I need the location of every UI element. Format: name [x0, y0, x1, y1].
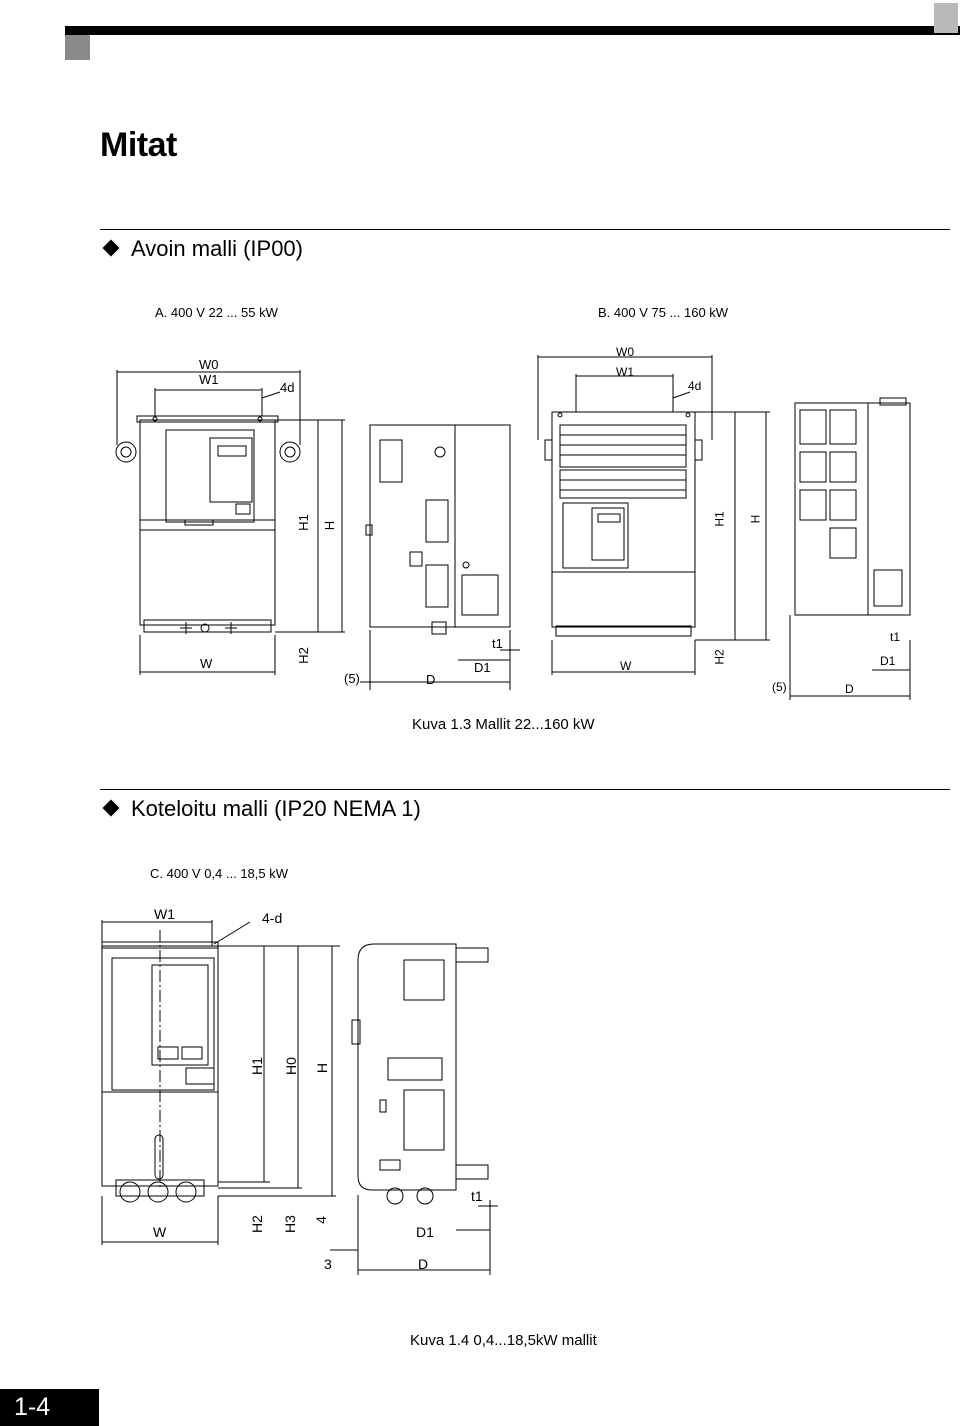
dim-4-c: 4: [312, 1216, 329, 1224]
dim-w1-a: W1: [199, 372, 219, 387]
model-c-front-view: [101, 930, 219, 1203]
subheading-b: B. 400 V 75 ... 160 kW: [598, 305, 729, 320]
page-number-box: 1-4: [0, 1389, 99, 1426]
dim-h2-a: H2: [295, 647, 311, 664]
dim-h1-c: H1: [248, 1057, 265, 1075]
model-a-front-view: [115, 415, 301, 634]
model-b-dimensions: [537, 355, 770, 675]
dim-h-a: H: [322, 520, 338, 531]
section-heading-text-c: Koteloitu malli (IP20 NEMA 1): [131, 796, 421, 821]
header-square: [65, 35, 90, 60]
diamond-bullet-icon: [102, 239, 120, 257]
page-title: Mitat: [100, 126, 177, 164]
dim-t1-a: t1: [492, 636, 503, 651]
model-a-dimensions: [116, 370, 345, 675]
dim-h-c: H: [314, 1062, 331, 1074]
dim-h-b: H: [748, 514, 763, 524]
drawing-enclosed-model: [101, 920, 498, 1275]
dim-4d-c: 4-d: [262, 910, 283, 926]
model-c-side-view: [330, 943, 498, 1275]
figure-caption-1-3: Kuva 1.3 Mallit 22...160 kW: [412, 716, 595, 733]
header-bar: [65, 26, 960, 35]
section-heading-text: Avoin malli (IP00): [131, 236, 303, 261]
drawing-open-models: [115, 355, 911, 700]
dim-w-a: W: [200, 656, 213, 671]
dim-h0-c: H0: [282, 1057, 299, 1075]
diamond-bullet-icon: [102, 799, 120, 817]
dim-4d-b: 4d: [688, 379, 702, 393]
dim-3-c: 3: [324, 1256, 332, 1272]
subheading-a: A. 400 V 22 ... 55 kW: [155, 305, 278, 320]
dim-h3-c: H3: [281, 1215, 298, 1233]
dim-w1-c: W1: [154, 906, 175, 922]
dim-h1-a: H1: [295, 514, 311, 531]
dim-w1-b: W1: [616, 365, 634, 379]
dim-w-c: W: [153, 1224, 167, 1240]
model-a-side-view: [360, 424, 520, 690]
model-b-front-view: [544, 411, 703, 637]
section-rule: [100, 229, 950, 230]
dim-h2-b: H2: [712, 649, 727, 665]
dim-d-a: D: [426, 672, 436, 687]
dim-d1-a: D1: [474, 660, 491, 675]
subheading-c: C. 400 V 0,4 ... 18,5 kW: [150, 866, 289, 881]
dim-5-a: (5): [344, 671, 360, 686]
dim-w-b: W: [620, 659, 632, 673]
page-number: 1-4: [14, 1393, 51, 1421]
dim-d1-c: D1: [416, 1224, 434, 1240]
section-heading-open: Avoin malli (IP00): [102, 236, 303, 262]
figure-caption-1-4: Kuva 1.4 0,4...18,5kW mallit: [410, 1332, 597, 1349]
dim-h2-c: H2: [248, 1215, 265, 1233]
dim-d1-b: D1: [880, 654, 896, 668]
dim-t1-c: t1: [471, 1188, 483, 1204]
model-c-front-dimensions: [101, 920, 340, 1245]
dim-4d-a: 4d: [280, 380, 295, 395]
section-rule-c: [100, 789, 950, 790]
dim-h1-b: H1: [712, 511, 727, 527]
corner-tab: [934, 3, 958, 33]
dim-t1-b: t1: [890, 630, 901, 644]
dim-d-b: D: [845, 682, 854, 696]
dim-d-c: D: [418, 1256, 429, 1272]
model-b-side-view: [789, 397, 911, 700]
section-heading-enclosed: Koteloitu malli (IP20 NEMA 1): [102, 796, 421, 822]
dim-w0-b: W0: [616, 345, 634, 359]
dim-w0-a: W0: [199, 357, 219, 372]
dim-5-b: (5): [772, 680, 787, 694]
